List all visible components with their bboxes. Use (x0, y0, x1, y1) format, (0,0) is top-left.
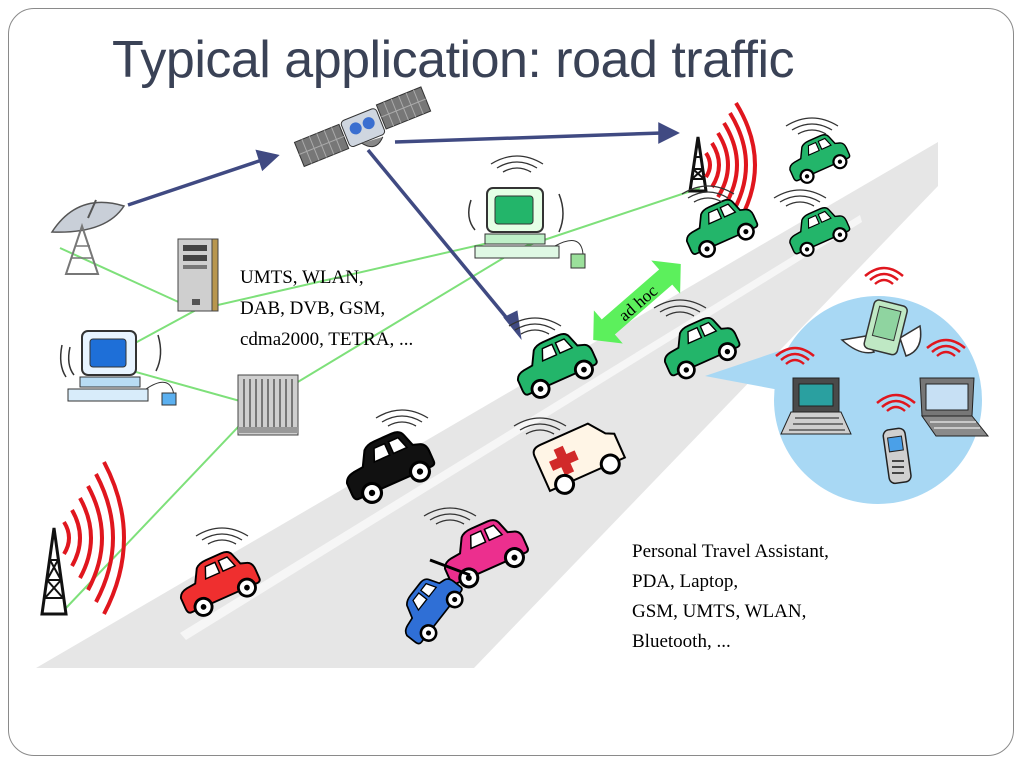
radio-tower-icon (40, 461, 126, 616)
satellite-dish-icon (50, 199, 126, 275)
wireless-arrows (127, 122, 680, 341)
technology-line: cdma2000, TETRA, ... (240, 329, 414, 350)
technology-line: UMTS, WLAN, (240, 267, 364, 288)
infrastructure-technologies: UMTS, WLAN, DAB, DVB, GSM, cdma2000, TET… (240, 262, 413, 355)
technology-line: Bluetooth, ... (632, 631, 731, 652)
desktop-computer-icon (468, 155, 586, 269)
wired-links (59, 187, 701, 609)
technology-line: GSM, UMTS, WLAN, (632, 601, 807, 622)
car-icon (781, 126, 855, 189)
technology-line: Personal Travel Assistant, (632, 541, 829, 562)
desktop-computer-icon (59, 330, 177, 406)
rack-server-icon (237, 374, 299, 436)
satellite-icon (293, 86, 432, 168)
road (36, 142, 938, 668)
laptop-icon (774, 346, 852, 435)
mobile-phone-icon (875, 393, 917, 485)
server-tower-icon (177, 238, 219, 312)
personal-devices-technologies: Personal Travel Assistant, PDA, Laptop, … (632, 537, 829, 657)
pda-icon (840, 266, 922, 357)
technology-line: DAB, DVB, GSM, (240, 298, 386, 319)
road-lane (180, 215, 862, 640)
technology-line: PDA, Laptop, (632, 571, 739, 592)
ambulance-icon (532, 422, 627, 495)
laptop-icon (919, 338, 990, 437)
slide-title: Typical application: road traffic (112, 31, 795, 89)
